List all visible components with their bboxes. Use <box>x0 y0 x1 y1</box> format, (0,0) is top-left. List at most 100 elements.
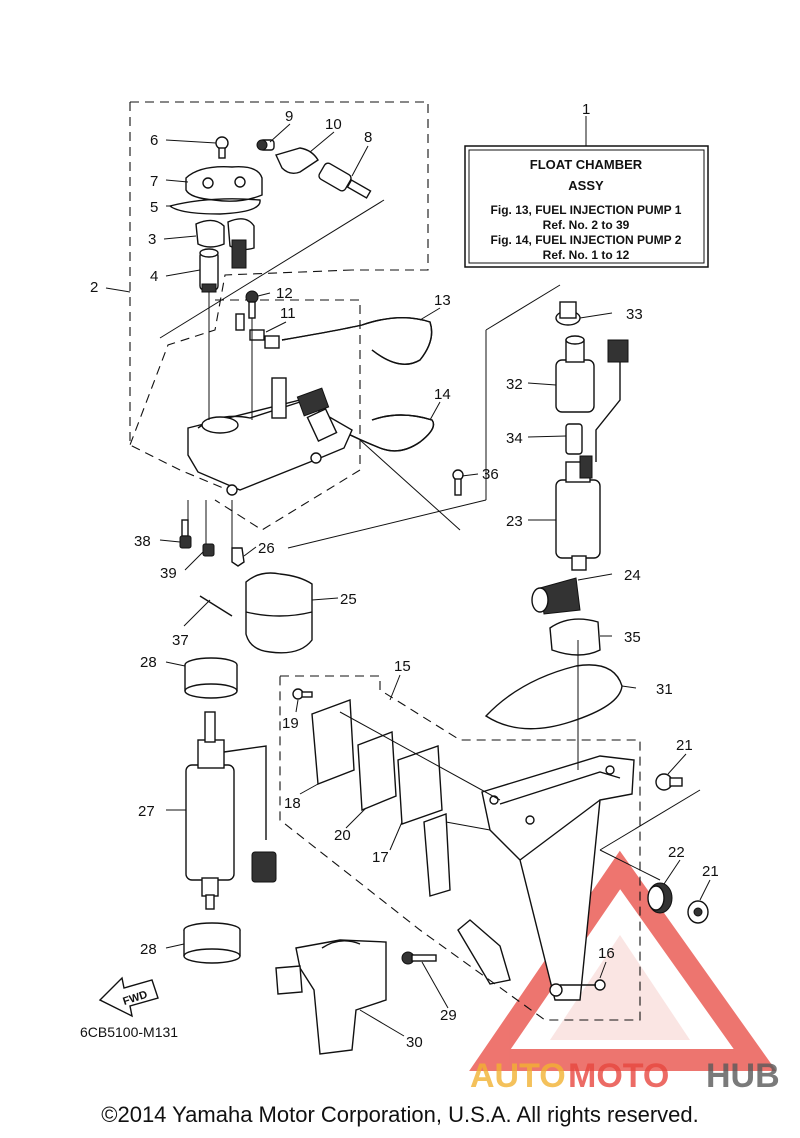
part-35-holder <box>549 618 601 656</box>
part-25-cover <box>245 572 313 654</box>
label-15: 15 <box>394 658 411 675</box>
label-31: 31 <box>656 681 673 698</box>
watermark-moto: MOTO <box>568 1057 669 1095</box>
label-14: 14 <box>434 386 451 403</box>
part-5-gasket <box>168 198 261 215</box>
label-1: 1 <box>582 101 590 118</box>
watermark-auto: AUTO <box>470 1057 566 1095</box>
part-27-pump <box>185 711 277 910</box>
label-8: 8 <box>364 129 372 146</box>
part-37-pin <box>199 595 233 617</box>
part-28-ring-top <box>184 657 238 699</box>
part-drawings: FWD <box>98 136 709 1055</box>
label-36: 36 <box>482 466 499 483</box>
label-38: 38 <box>134 533 151 550</box>
assembly-outlines <box>129 101 641 1021</box>
label-6: 6 <box>150 132 158 149</box>
part-38-screw <box>179 519 192 549</box>
part-34-grommet <box>565 423 583 455</box>
part-13-hose <box>281 316 433 365</box>
label-13: 13 <box>434 292 451 309</box>
info-box-line-2: Ref. No. 2 to 39 <box>543 218 630 232</box>
label-30: 30 <box>406 1034 423 1051</box>
label-21-top: 21 <box>676 737 693 754</box>
label-28-bottom: 28 <box>140 941 157 958</box>
part-26-fitting <box>231 547 245 567</box>
part-20-gasket <box>357 731 397 812</box>
part-9-screw <box>256 139 275 151</box>
label-10: 10 <box>325 116 342 133</box>
label-3: 3 <box>148 231 156 248</box>
label-37: 37 <box>172 632 189 649</box>
label-23: 23 <box>506 513 523 530</box>
part-3-clips <box>195 218 255 269</box>
part-bracket <box>423 813 451 897</box>
watermark-hub: HUB <box>706 1057 780 1095</box>
label-2: 2 <box>90 279 98 296</box>
part-14-hose <box>339 414 435 452</box>
label-39: 39 <box>160 565 177 582</box>
part-32-holder <box>555 335 595 413</box>
fwd-arrow-icon: FWD <box>98 976 159 1018</box>
label-5: 5 <box>150 199 158 216</box>
part-4-float <box>199 248 219 293</box>
label-18: 18 <box>284 795 301 812</box>
info-box-title: FLOAT CHAMBER <box>530 157 643 172</box>
label-21-bottom: 21 <box>702 863 719 880</box>
part-16-screw <box>549 979 606 997</box>
part-23-pump <box>555 455 601 571</box>
part-21-grommet-bottom <box>687 900 709 924</box>
part-10-bracket <box>275 147 319 175</box>
label-34: 34 <box>506 430 523 447</box>
label-24: 24 <box>624 567 641 584</box>
part-39-screw <box>202 543 215 557</box>
info-box-line-4: Ref. No. 1 to 12 <box>543 248 630 262</box>
part-33-grommet <box>555 301 581 326</box>
part-11-fittings <box>235 313 280 349</box>
label-33: 33 <box>626 306 643 323</box>
copyright-notice: ©2014 Yamaha Motor Corporation, U.S.A. A… <box>101 1102 699 1127</box>
part-21-grommet-top <box>655 773 683 791</box>
label-29: 29 <box>440 1007 457 1024</box>
label-22: 22 <box>668 844 685 861</box>
part-12-screw <box>245 290 259 319</box>
part-30-bracket <box>275 939 387 1055</box>
label-25: 25 <box>340 591 357 608</box>
leader-lines <box>105 116 711 1037</box>
label-16: 16 <box>598 945 615 962</box>
part-28-ring-bottom <box>183 922 241 964</box>
label-20: 20 <box>334 827 351 844</box>
part-36-screw <box>452 469 464 496</box>
part-24-filter <box>531 577 581 615</box>
label-11: 11 <box>280 305 296 322</box>
label-7: 7 <box>150 173 158 190</box>
part-29-bolt <box>401 951 437 965</box>
label-12: 12 <box>276 285 293 302</box>
part-7-cover <box>185 166 263 202</box>
part-19-screw <box>292 688 313 700</box>
label-27: 27 <box>138 803 155 820</box>
diagram-code: 6CB5100-M131 <box>80 1024 178 1040</box>
part-18-plate <box>311 699 355 785</box>
part-31-gasket <box>484 664 623 730</box>
info-box-line-3: Fig. 14, FUEL INJECTION PUMP 2 <box>491 233 682 247</box>
label-32: 32 <box>506 376 523 393</box>
info-box: FLOAT CHAMBER ASSY Fig. 13, FUEL INJECTI… <box>464 145 709 268</box>
part-2-chamber <box>187 377 353 496</box>
label-9: 9 <box>285 108 293 125</box>
part-6-screw <box>215 136 229 159</box>
label-28-top: 28 <box>140 654 157 671</box>
part-connector <box>595 339 629 462</box>
label-26: 26 <box>258 540 275 557</box>
label-19: 19 <box>282 715 299 732</box>
label-4: 4 <box>150 268 158 285</box>
part-15-housing <box>481 755 635 1001</box>
watermark-text: AUTO MOTO HUB <box>470 1057 780 1095</box>
label-17: 17 <box>372 849 389 866</box>
info-box-line-1: Fig. 13, FUEL INJECTION PUMP 1 <box>491 203 682 217</box>
info-box-subtitle: ASSY <box>568 178 604 193</box>
part-17-gasket <box>397 745 443 825</box>
part-labels: 1 2 3 4 5 6 7 8 9 10 11 12 13 14 15 16 1… <box>90 101 719 1051</box>
label-35: 35 <box>624 629 641 646</box>
